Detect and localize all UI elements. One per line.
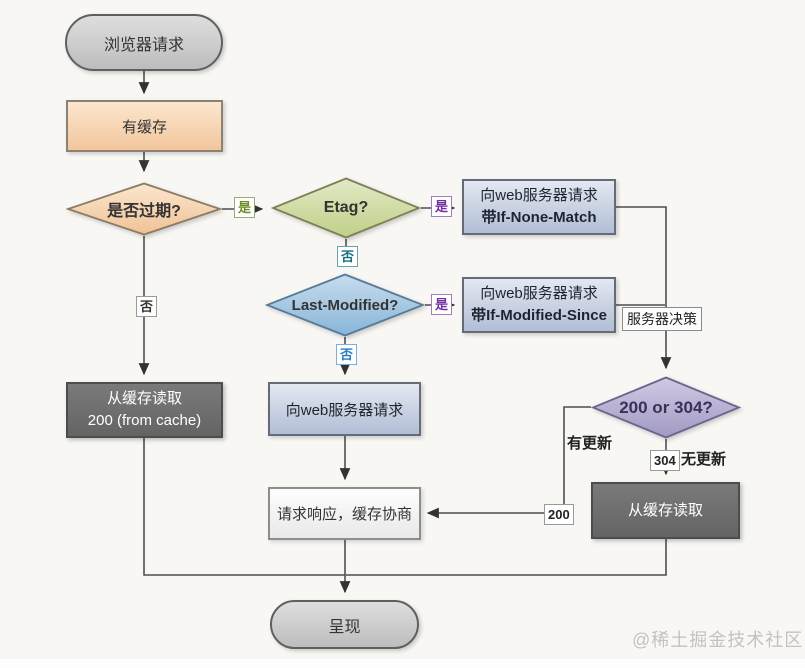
node-last-modified-label: Last-Modified? — [291, 296, 399, 314]
node-request-web-server: 向web服务器请求 — [268, 382, 421, 436]
bottom-strip — [0, 659, 805, 668]
node-render: 呈现 — [270, 600, 419, 649]
diamond-shape — [66, 182, 222, 236]
request-line1: 向web服务器请求 — [480, 285, 598, 303]
node-request-if-modified-since: 向web服务器请求 带If-Modified-Since — [462, 277, 616, 333]
read-cache-line2: 200 (from cache) — [87, 412, 202, 429]
edge-label-yes-last-modified: 是 — [431, 294, 453, 315]
node-etag-decision: Etag? — [271, 177, 421, 239]
edge-label-yes-etag: 是 — [431, 196, 453, 217]
node-response-negotiate-label: 请求响应，缓存协商 — [276, 506, 412, 523]
node-read-cache-right: 从缓存读取 — [591, 482, 740, 539]
node-browser-request: 浏览器请求 — [65, 14, 223, 71]
node-etag-label: Etag? — [323, 199, 369, 216]
node-has-cache: 有缓存 — [66, 100, 223, 152]
node-request-if-none-match: 向web服务器请求 带If-None-Match — [462, 179, 616, 235]
read-cache-line1: 从缓存读取 — [106, 390, 182, 408]
node-response-negotiate: 请求响应，缓存协商 — [268, 487, 421, 540]
edge-label-yes-expired: 是 — [234, 197, 256, 218]
diamond-shape — [591, 376, 741, 439]
node-request-web-server-label: 向web服务器请求 — [285, 401, 404, 419]
diamond-shape — [265, 273, 425, 337]
watermark: @稀土掘金技术社区 — [632, 630, 804, 650]
node-status-decision: 200 or 304? — [591, 376, 741, 439]
node-read-cache-right-label: 从缓存读取 — [627, 501, 703, 519]
node-last-modified-decision: Last-Modified? — [265, 273, 425, 337]
edge-label-200: 200 — [544, 504, 574, 525]
edge-label-no-expired: 否 — [136, 296, 158, 317]
request-line1: 向web服务器请求 — [480, 187, 598, 205]
node-read-cache-from-cache: 从缓存读取 200 (from cache) — [66, 382, 223, 438]
node-expired-label: 是否过期? — [107, 203, 181, 220]
edge-label-no-etag: 否 — [337, 246, 359, 267]
request-line2: 带If-None-Match — [481, 209, 597, 226]
edge-label-server-decision: 服务器决策 — [622, 307, 702, 331]
edge-label-no-update: 无更新 — [681, 451, 727, 468]
node-has-cache-label: 有缓存 — [121, 118, 167, 136]
node-browser-request-label: 浏览器请求 — [103, 36, 184, 54]
edge-label-304: 304 — [650, 450, 680, 471]
diamond-shape — [271, 177, 421, 239]
node-status-label: 200 or 304? — [619, 397, 713, 417]
request-line2: 带If-Modified-Since — [471, 307, 607, 324]
node-expired-decision: 是否过期? — [66, 182, 222, 236]
edge-label-no-last-modified: 否 — [336, 344, 358, 365]
edge-label-has-update: 有更新 — [567, 435, 613, 452]
node-render-label: 呈现 — [328, 618, 361, 636]
